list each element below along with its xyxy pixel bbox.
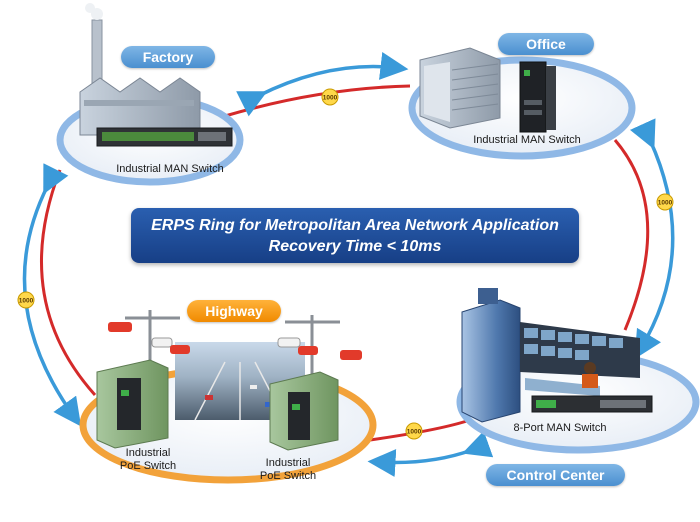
highway-device1-label: Industrial PoE Switch [119,447,177,472]
control-switch-icon [531,395,653,413]
title-banner: ERPS Ring for Metropolitan Area Network … [131,208,579,263]
operator-desk-icon [525,362,600,396]
office-device-label: Industrial MAN Switch [473,134,581,146]
badge-factory-office: 1000 [321,88,339,106]
badge-label: 1000 [658,200,673,207]
badge-office-control: 1000 [656,193,674,211]
office-switch-icon [519,61,556,133]
cctv-cameras-right-icon [277,337,362,360]
office-building-icon [419,47,501,129]
poe-cabinet-1-icon [96,359,169,449]
badge-label: 1000 [323,95,338,102]
poe-cabinet-2-icon [269,371,339,451]
cctv-cameras-left-icon [108,322,190,354]
badge-factory-highway: 1000 [17,291,35,309]
factory-tag: Factory [121,46,215,68]
control-center-tag: Control Center [486,464,625,486]
factory-switch-icon [96,127,233,147]
badge-label: 1000 [407,429,422,436]
title-line-2: Recovery Time < 10ms [268,237,442,255]
badge-label: 1000 [19,298,34,305]
office-tower-icon [461,288,521,423]
camera-pole-right-icon [285,315,340,375]
arrow-factory-office [236,52,409,117]
badge-highway-control: 1000 [405,422,423,440]
control-device-label: 8-Port MAN Switch [513,422,607,434]
title-line-1: ERPS Ring for Metropolitan Area Network … [151,216,559,234]
link-office-control [613,139,650,331]
factory-device-label: Industrial MAN Switch [116,163,224,175]
arrow-control-highway [367,430,494,477]
highway-device2-label: Industrial PoE Switch [259,457,317,482]
factory-building-icon [79,3,201,136]
link-factory-office [224,84,411,118]
highway-platform [79,310,377,484]
control-center-platform [456,288,700,454]
video-wall-icon [520,322,640,378]
arrow-office-control [630,118,675,360]
highway-tag: Highway [187,300,281,322]
office-tag: Office [498,33,594,55]
link-highway-factory [39,169,97,396]
factory-platform [56,3,244,186]
office-platform [408,47,636,160]
